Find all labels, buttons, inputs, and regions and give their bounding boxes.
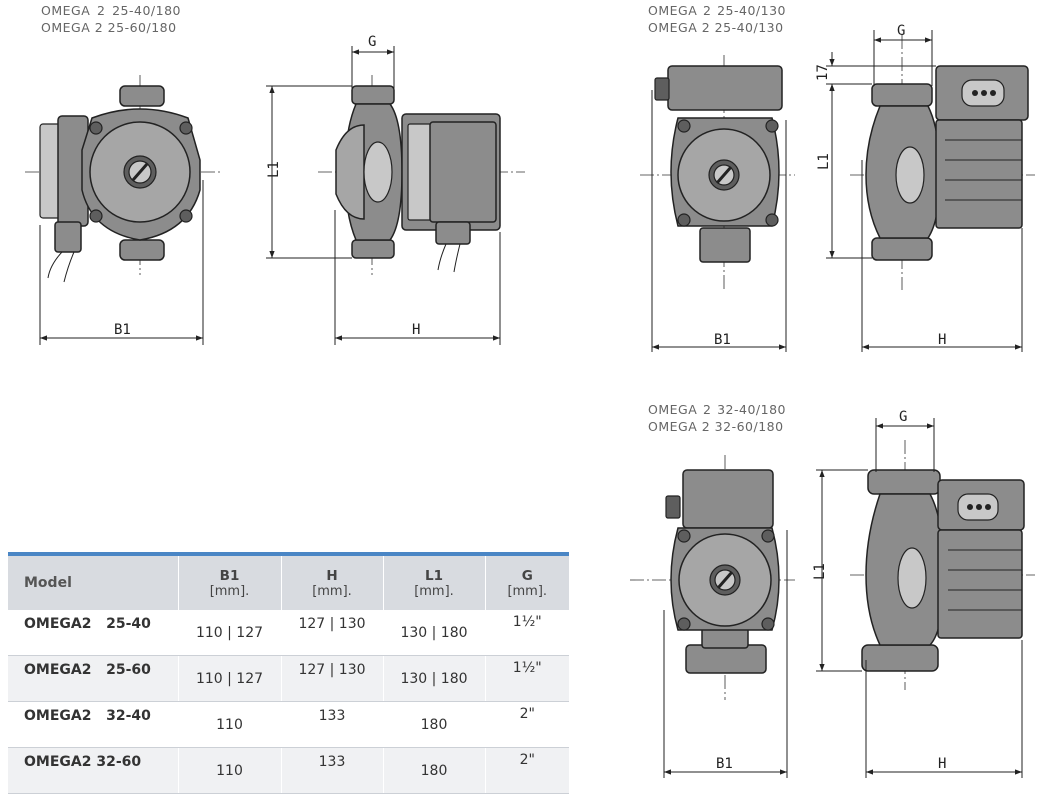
cell-b1: 110 | 127 [178,610,282,656]
dim-h-2: H [938,332,946,348]
caption-top-right: OMEGA 2 25-40/130 OMEGA 2 25-40/130 [648,3,786,35]
caption-top-left: OMEGA 2 25-40/180 OMEGA 2 25-60/180 [41,3,181,35]
table-row: OMEGA2 32-40 110 133 180 2" [8,701,569,748]
dim-g-2: G [897,23,905,39]
header-g-unit: [mm]. [507,583,548,599]
cell-h: 127 | 130 [281,655,384,702]
header-g: G[mm]. [485,552,569,610]
dim-17: 17 [815,64,831,81]
header-b1-label: B1 [219,567,240,584]
cell-g: 2" [485,747,569,794]
dim-l1-1: L1 [266,161,282,178]
header-model: Model [8,552,179,610]
header-h-unit: [mm]. [312,583,352,599]
pump-front-view-3: B1 [630,455,795,778]
header-l1-label: L1 [425,567,443,584]
header-h: H[mm]. [281,552,384,610]
header-h-label: H [326,567,338,584]
dim-l1-3: L1 [812,563,828,580]
cell-h: 133 [281,701,384,748]
cell-model: OMEGA2 25-40 [8,610,179,656]
cell-b1: 110 [178,747,282,794]
cell-model: OMEGA2 32-40 [8,701,179,748]
dim-h-3: H [938,756,946,772]
dim-g-3: G [899,409,907,425]
cell-b1: 110 [178,701,282,748]
cell-model: OMEGA2 32-60 [8,747,179,794]
table-header-row: Model B1[mm]. H[mm]. L1[mm]. G[mm]. [8,552,569,610]
dim-l1-2: L1 [816,153,832,170]
pump-front-view-2: B1 [640,55,795,352]
cell-l1: 180 [383,701,486,748]
caption-bottom-right: OMEGA 2 32-40/180 OMEGA 2 32-60/180 [648,402,786,434]
header-l1: L1[mm]. [383,552,486,610]
cell-l1: 180 [383,747,486,794]
pump-side-view-3: G L1 H [812,409,1035,778]
cell-l1: 130 | 180 [383,610,486,656]
table-row: OMEGA2 25-60 110 | 127 127 | 130 130 | 1… [8,655,569,702]
header-b1: B1[mm]. [178,552,282,610]
cell-h: 127 | 130 [281,610,384,656]
dim-h-1: H [412,322,420,338]
cell-b1: 110 | 127 [178,655,282,702]
dim-b1-2: B1 [714,332,731,348]
header-l1-unit: [mm]. [414,583,454,599]
dim-g-1: G [368,34,376,50]
pump-front-view-1: B1 [25,75,220,345]
pump-side-view-2: G 17 L1 H [815,23,1035,352]
pump-side-view-1: G L1 H [266,34,525,345]
cell-h: 133 [281,747,384,794]
table-row: OMEGA2 25-40 110 | 127 127 | 130 130 | 1… [8,610,569,656]
cell-g: 1½" [485,610,569,656]
dim-b1-1: B1 [114,322,131,338]
table-row: OMEGA2 32-60 110 133 180 2" [8,747,569,794]
dim-b1-3: B1 [716,756,733,772]
cell-g: 2" [485,701,569,748]
header-b1-unit: [mm]. [209,583,250,599]
cell-g: 1½" [485,655,569,702]
cell-model: OMEGA2 25-60 [8,655,179,702]
spec-table: Model B1[mm]. H[mm]. L1[mm]. G[mm]. OMEG… [8,552,569,794]
cell-l1: 130 | 180 [383,655,486,702]
header-g-label: G [521,567,533,584]
